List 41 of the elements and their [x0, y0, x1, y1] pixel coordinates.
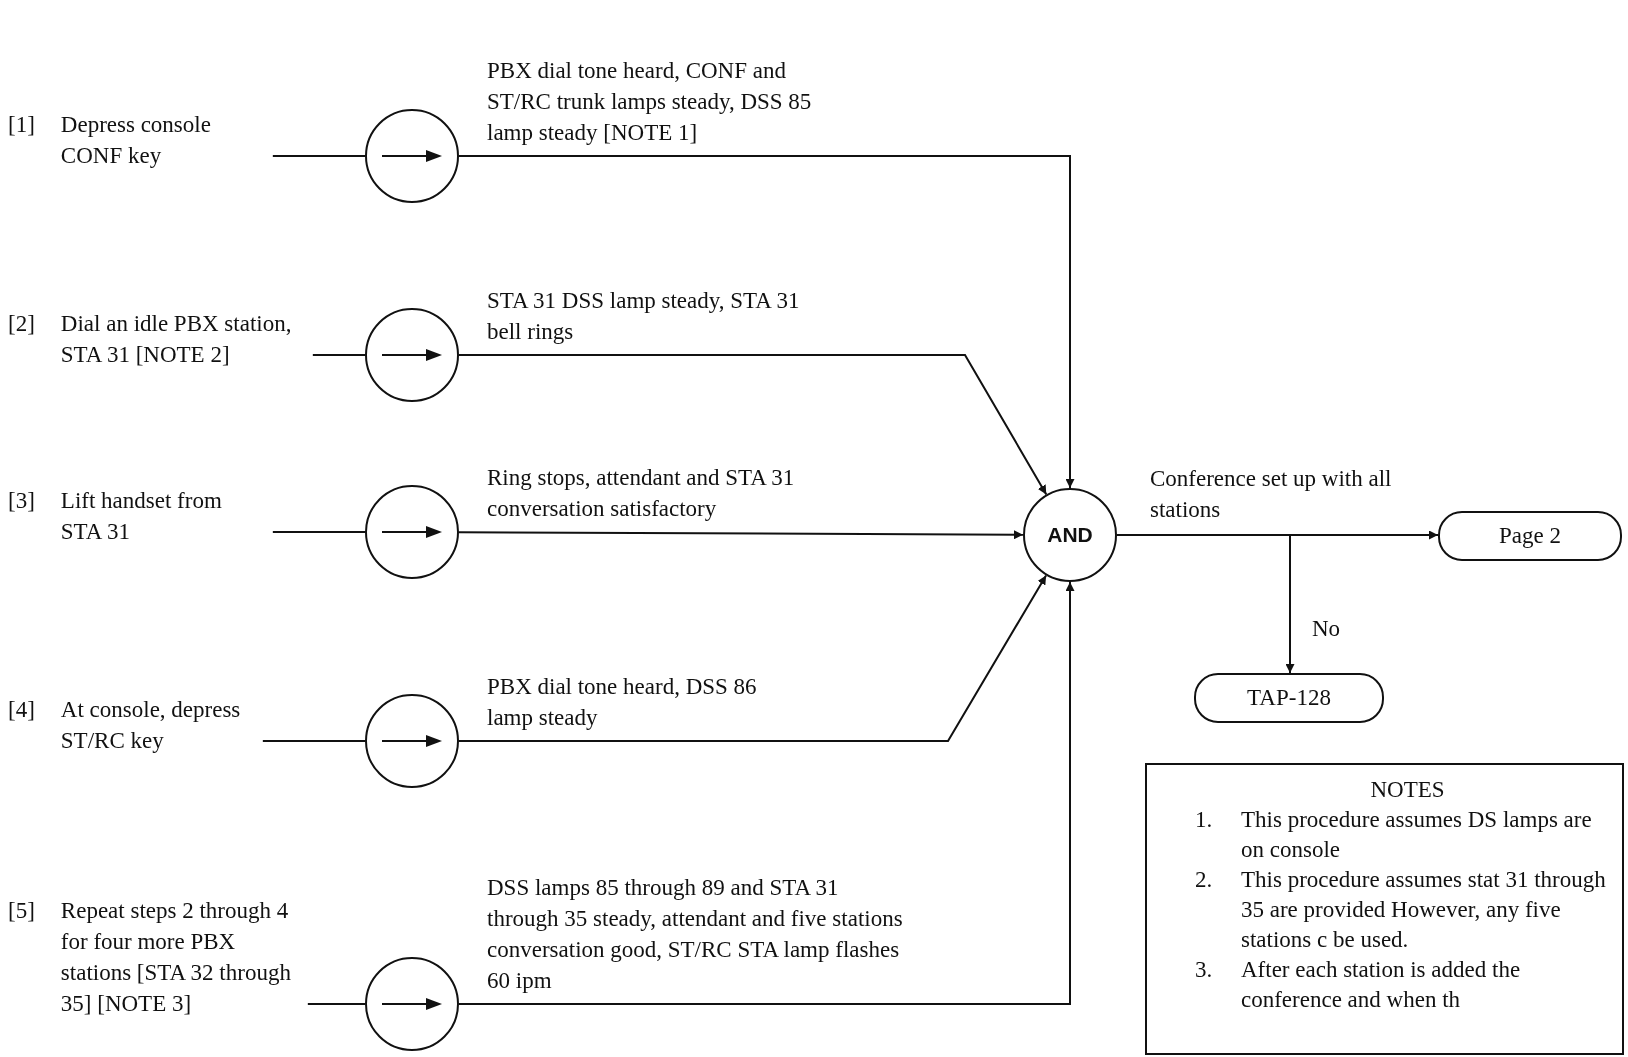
step-number: [2]	[8, 310, 35, 338]
edge-label: Conference set up with all stations	[1150, 465, 1393, 524]
terminal-box	[1438, 511, 1622, 561]
step-number: [3]	[8, 487, 35, 515]
connector-line	[306, 1003, 366, 1005]
connector-line	[261, 740, 366, 742]
note-text: This procedure assumes DS lamps are on console	[1241, 806, 1593, 864]
note-text: After each station is added the conference and when th	[1241, 956, 1522, 1014]
step-number: [1]	[8, 111, 35, 139]
connector-line	[311, 354, 366, 356]
edge-label: Ring stops, attendant and STA 31 conversation satisfactory	[487, 464, 796, 523]
edge-label: No	[1312, 615, 1341, 643]
note-text: This procedure assumes stat 31 through 35 are provided However, any five stations c be used.	[1241, 866, 1607, 954]
arrow	[458, 155, 1075, 489]
arrow	[1116, 534, 1295, 674]
step-text: At console, depress ST/RC key	[60, 696, 242, 755]
arrow	[458, 574, 1048, 742]
step-text: Repeat steps 2 through 4 for four more PBX stations [STA 32 through 35] [NOTE 3]	[60, 897, 292, 1018]
step-text: Depress console CONF key	[60, 111, 212, 170]
edge-label: DSS lamps 85 through 89 and STA 31 through 35 steady, attendant and five stations conversation good, ST/RC STA lamp flashes 60 ipm	[487, 874, 904, 995]
terminal-label: TAP-128	[1247, 685, 1331, 711]
terminal-label: Page 2	[1499, 523, 1561, 549]
step-number: [5]	[8, 897, 35, 925]
note-number: 1.	[1195, 806, 1214, 834]
arrow	[458, 581, 1075, 1005]
step-text: Lift handset from STA 31	[60, 487, 223, 546]
note-number: 3.	[1195, 956, 1214, 984]
gate-label: AND	[1047, 523, 1093, 547]
edge-label: STA 31 DSS lamp steady, STA 31 bell rings	[487, 287, 801, 346]
step-text: Dial an idle PBX station, STA 31 [NOTE 2]	[60, 310, 293, 369]
edge-label: PBX dial tone heard, CONF and ST/RC trunk lamps steady, DSS 85 lamp steady [NOTE 1]	[487, 57, 813, 147]
edge-label: PBX dial tone heard, DSS 86 lamp steady	[487, 673, 758, 732]
arrow	[458, 354, 1048, 496]
notes-heading: NOTES	[1369, 776, 1446, 804]
notes-box	[1145, 763, 1624, 1055]
connector-line	[271, 531, 366, 533]
arrow	[458, 530, 1024, 540]
note-number: 2.	[1195, 866, 1214, 894]
step-number: [4]	[8, 696, 35, 724]
terminal-box	[1194, 673, 1384, 723]
connector-line	[271, 155, 366, 157]
